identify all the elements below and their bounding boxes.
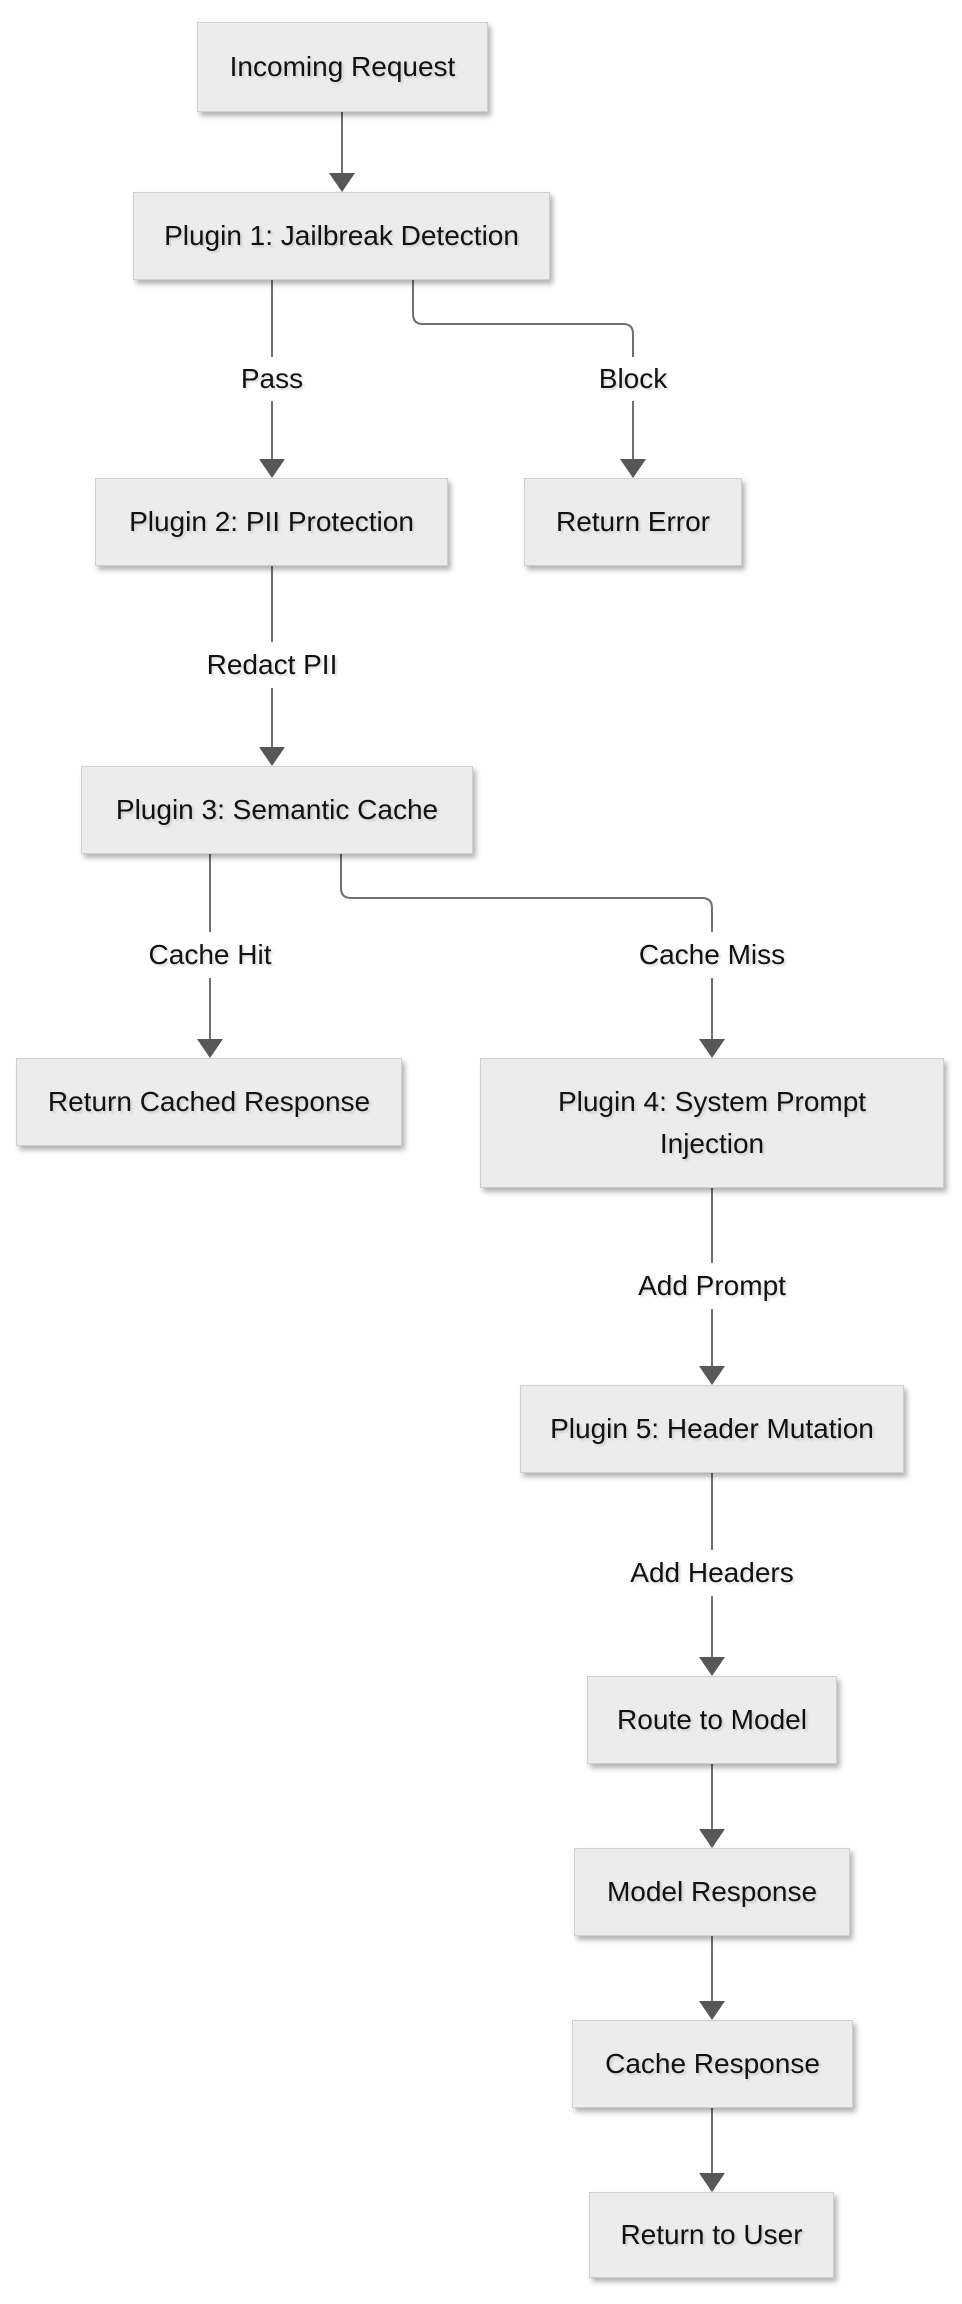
node-plugin1-jailbreak-detection: Plugin 1: Jailbreak Detection — [133, 192, 550, 280]
edge-label-cache-miss: Cache Miss — [634, 939, 790, 971]
edge-plugin3-to-plugin4-upper — [340, 854, 713, 932]
node-cache-response: Cache Response — [572, 2020, 853, 2108]
node-plugin5-header-mutation: Plugin 5: Header Mutation — [520, 1385, 904, 1473]
edge-label-cache-hit: Cache Hit — [144, 939, 276, 971]
node-return-to-user: Return to User — [589, 2192, 834, 2278]
edge-label-pass: Pass — [236, 363, 308, 395]
node-return-error: Return Error — [524, 478, 742, 566]
node-route-to-model: Route to Model — [587, 1676, 837, 1764]
node-return-cached-response: Return Cached Response — [16, 1058, 402, 1146]
node-plugin4-system-prompt-injection: Plugin 4: System Prompt Injection — [480, 1058, 944, 1188]
node-model-response: Model Response — [574, 1848, 850, 1936]
edge-label-redact-pii: Redact PII — [202, 649, 342, 681]
edge-label-add-prompt: Add Prompt — [634, 1270, 790, 1302]
edge-label-add-headers: Add Headers — [626, 1557, 798, 1589]
edge-plugin1-to-return-error-upper — [412, 280, 634, 357]
node-incoming-request: Incoming Request — [197, 22, 488, 112]
node-plugin2-pii-protection: Plugin 2: PII Protection — [95, 478, 448, 566]
edge-label-block: Block — [594, 363, 672, 395]
node-plugin3-semantic-cache: Plugin 3: Semantic Cache — [81, 766, 473, 854]
